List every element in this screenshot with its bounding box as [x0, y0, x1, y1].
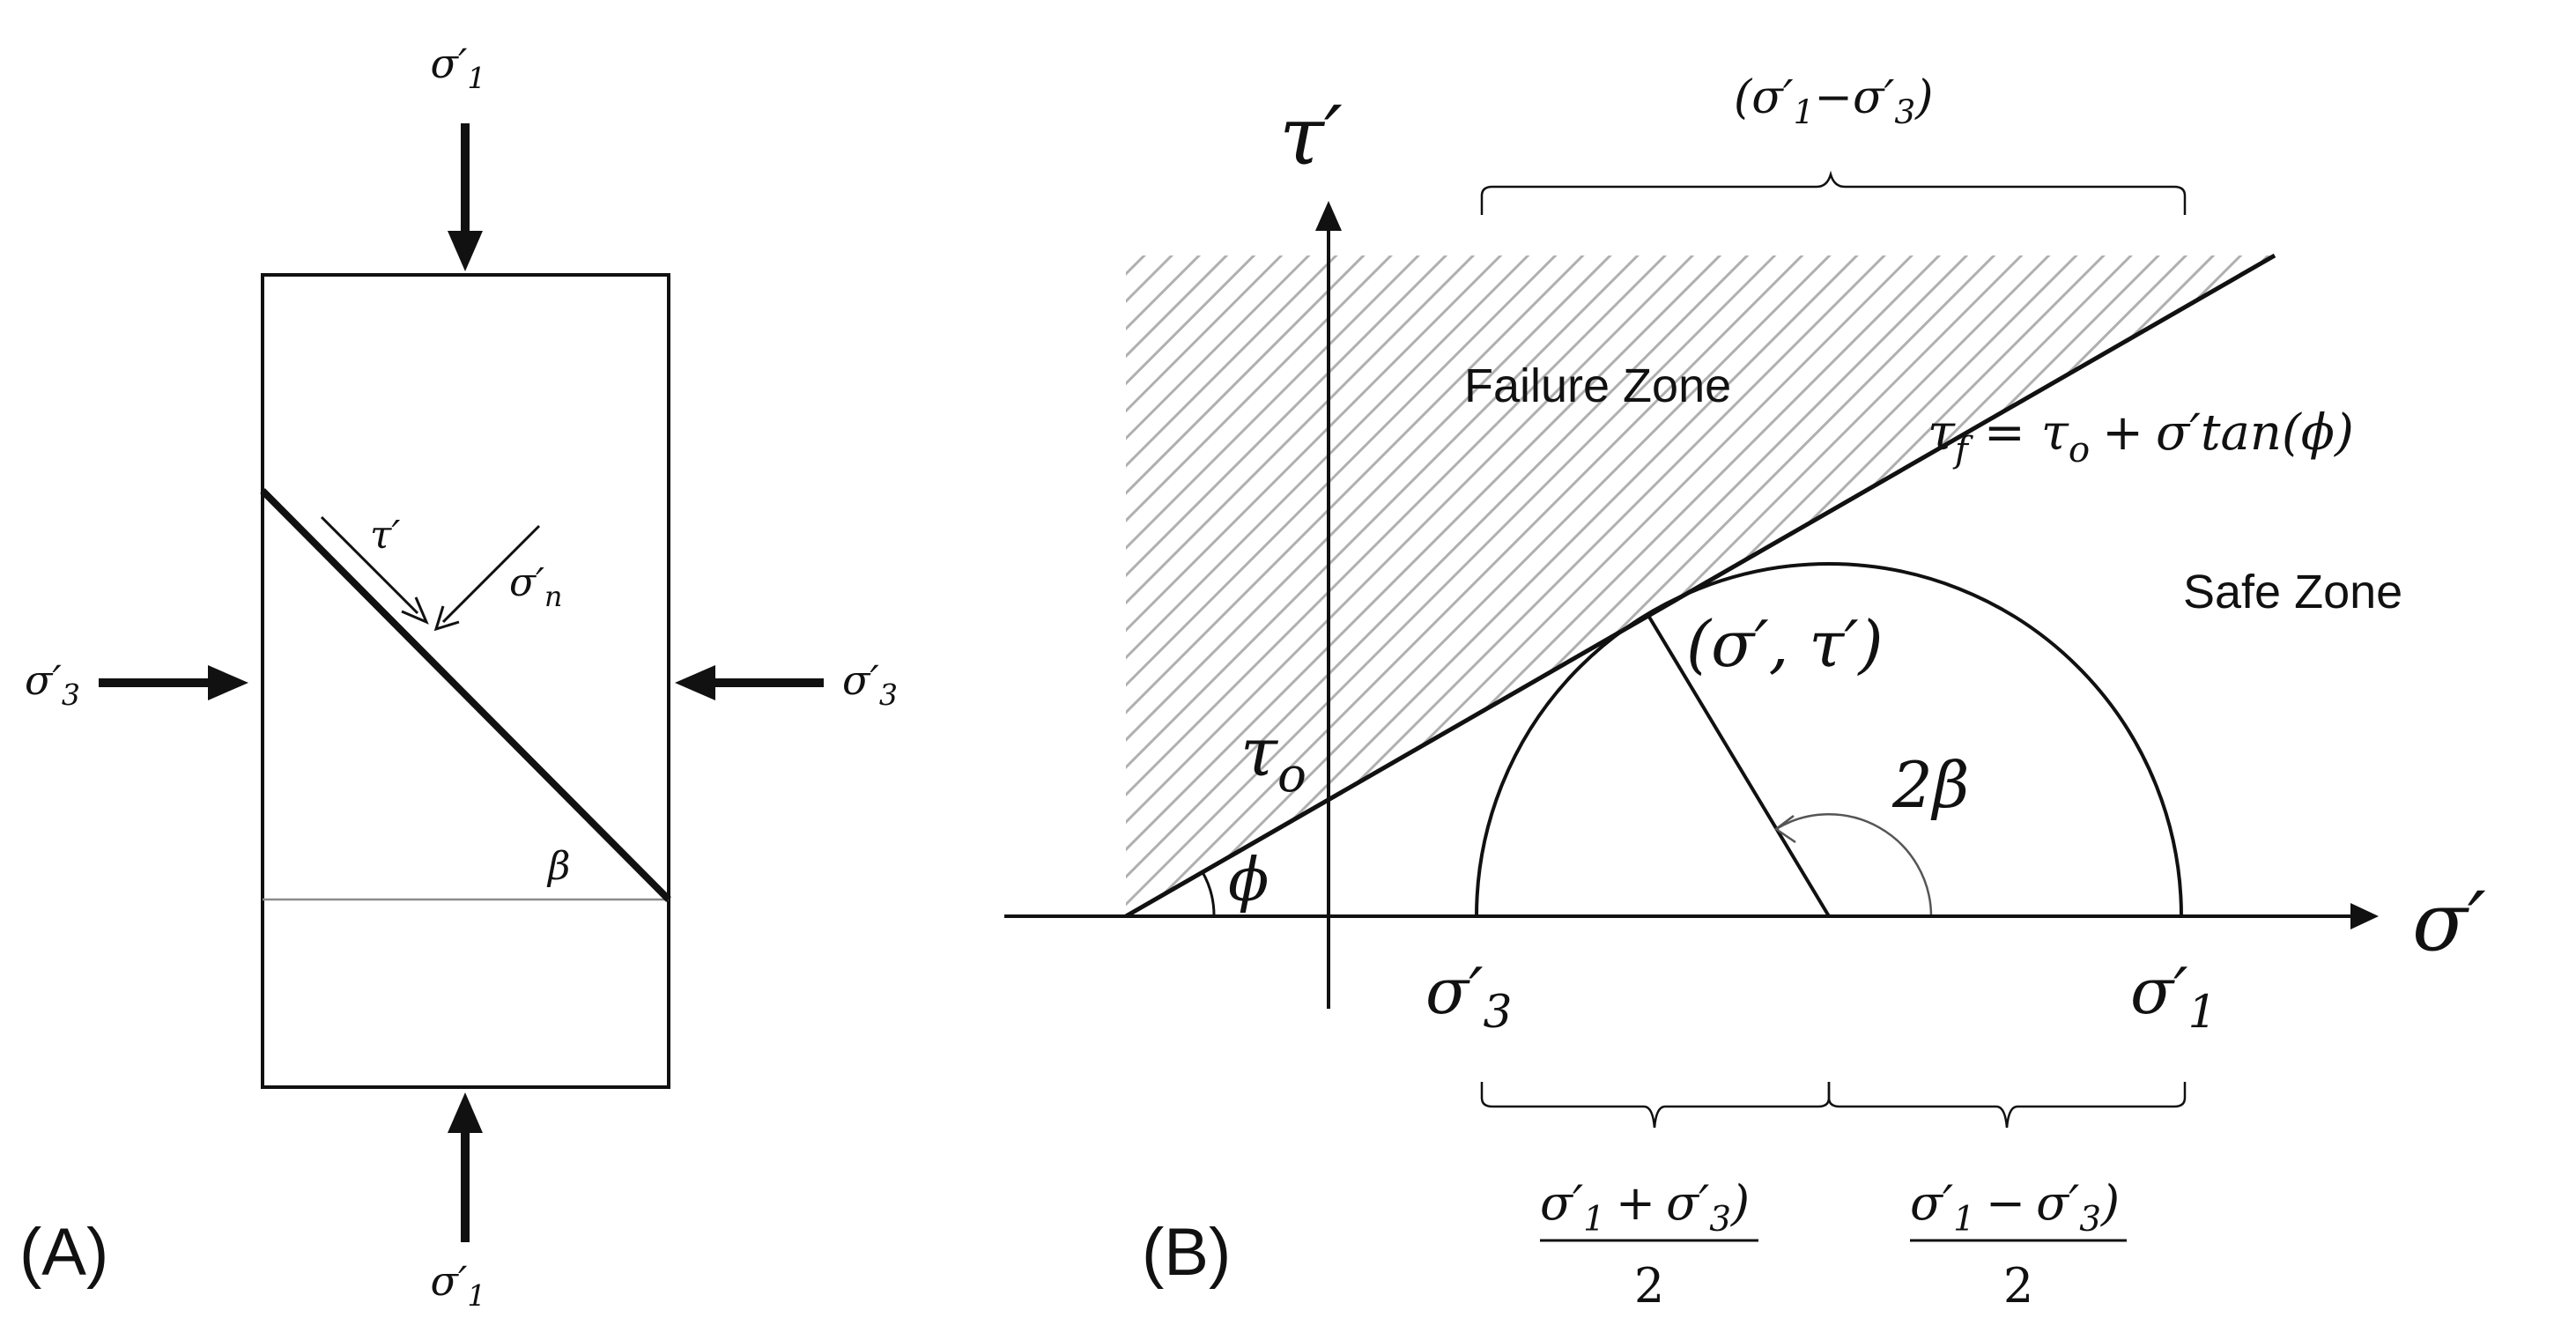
double-angle-label: 2β — [1891, 748, 1969, 822]
load-label-bottom: σ′1 — [431, 1257, 486, 1313]
bottom-load-arrow — [448, 1092, 483, 1242]
load-label-left: σ′3 — [25, 656, 80, 712]
top-load-arrow — [448, 123, 483, 271]
panel-b: τ′ σ′ Failure Zone Safe Zone τf=τo+σ′tan… — [1004, 71, 2486, 1314]
shear-stress-arrow — [320, 515, 429, 625]
double-angle-arrow — [1773, 813, 1933, 917]
radius-brace — [1827, 1082, 2187, 1129]
stress-point-label: (σ′, τ′) — [1686, 607, 1884, 681]
right-load-arrow — [675, 665, 824, 700]
center-brace — [1480, 1082, 1831, 1129]
panel-b-label: (B) — [1142, 1215, 1231, 1290]
diameter-brace-label: (σ′1−σ′3) — [1734, 71, 1933, 131]
radius-fraction-numerator: σ′1−σ′3) — [1910, 1175, 2120, 1240]
load-label-top: σ′1 — [431, 40, 486, 95]
friction-angle-label: ϕ — [1228, 846, 1269, 915]
y-axis — [1315, 201, 1342, 1009]
center-fraction-numerator: σ′1+σ′3) — [1540, 1175, 1750, 1240]
left-load-arrow — [99, 665, 248, 700]
specimen-box — [261, 273, 670, 1089]
normal-stress-label: σ′n — [509, 560, 562, 613]
x-axis-label: σ′ — [2412, 875, 2486, 969]
y-axis-label: τ′ — [1279, 89, 1343, 183]
x-axis — [1004, 903, 2379, 929]
envelope-equation: τf=τo+σ′tan(ϕ) — [1928, 404, 2354, 470]
center-fraction-denominator: 2 — [1634, 1258, 1664, 1314]
diameter-brace — [1480, 170, 2187, 215]
radius-fraction: σ′1−σ′3) 2 — [1910, 1175, 2127, 1314]
normal-stress-arrow — [433, 524, 541, 632]
safe-zone-label: Safe Zone — [2183, 566, 2402, 618]
panel-a: σ′1 σ′1 σ′3 σ′3 τ′ σ′n β (A) — [19, 40, 898, 1313]
plane-angle-label: β — [546, 844, 570, 889]
radius-fraction-denominator: 2 — [2003, 1258, 2033, 1314]
center-fraction: σ′1+σ′3) 2 — [1540, 1175, 1758, 1314]
mohr-circle — [1475, 562, 2183, 917]
intercept-label: τo — [1240, 713, 1307, 803]
x-tick-sigma3: σ′3 — [1425, 954, 1513, 1039]
friction-angle-arc — [1201, 871, 1216, 917]
x-tick-sigma1: σ′1 — [2130, 954, 2217, 1039]
failure-plane — [260, 488, 671, 902]
shear-stress-label: τ′ — [370, 513, 400, 558]
failure-envelope-line — [1124, 253, 2276, 919]
panel-a-label: (A) — [19, 1215, 108, 1290]
load-label-right: σ′3 — [842, 656, 898, 712]
radius-line — [1646, 612, 1831, 918]
failure-zone-label: Failure Zone — [1464, 359, 1731, 412]
